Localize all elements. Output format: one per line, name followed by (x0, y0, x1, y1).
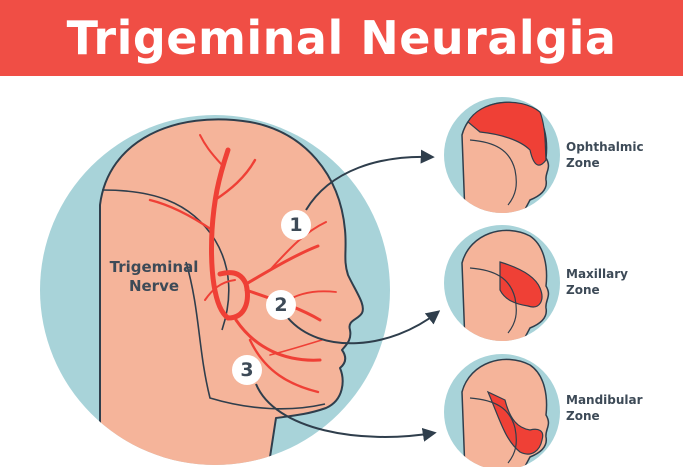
zone-label-line2: Zone (566, 283, 600, 297)
zone-label-line2: Zone (566, 156, 600, 170)
zone-label-maxillary: Maxillary Zone (566, 266, 628, 298)
arrow-1 (305, 149, 435, 211)
branch-number-3: 3 (232, 355, 262, 385)
branch-arrows (255, 149, 441, 442)
ear-outline (101, 189, 230, 331)
zone-label-line1: Maxillary (566, 267, 628, 281)
nerve-label-line1: Trigeminal (109, 258, 199, 276)
zone-ophthalmic-thumb (444, 97, 560, 213)
zone-label-line1: Mandibular (566, 393, 643, 407)
zone-label-mandibular: Mandibular Zone (566, 392, 643, 424)
nerve-branches (148, 134, 337, 394)
title-banner: Trigeminal Neuralgia (0, 0, 683, 76)
page-title: Trigeminal Neuralgia (66, 11, 617, 65)
zone-mandibular-thumb (444, 354, 560, 467)
trigeminal-nerve-label: Trigeminal Nerve (100, 258, 208, 296)
zone-label-line2: Zone (566, 409, 600, 423)
branch-number-2: 2 (266, 290, 296, 320)
zone-label-ophthalmic: Ophthalmic Zone (566, 139, 644, 171)
branch-number-1: 1 (281, 210, 311, 240)
jaw-outline (185, 261, 326, 410)
arrow-2 (287, 310, 441, 345)
arrow-3 (255, 383, 437, 442)
main-head (40, 115, 390, 465)
zone-label-line1: Ophthalmic (566, 140, 644, 154)
head-silhouette (99, 118, 364, 465)
nerve-label-line2: Nerve (128, 277, 180, 295)
zone-maxillary-thumb (444, 225, 560, 341)
